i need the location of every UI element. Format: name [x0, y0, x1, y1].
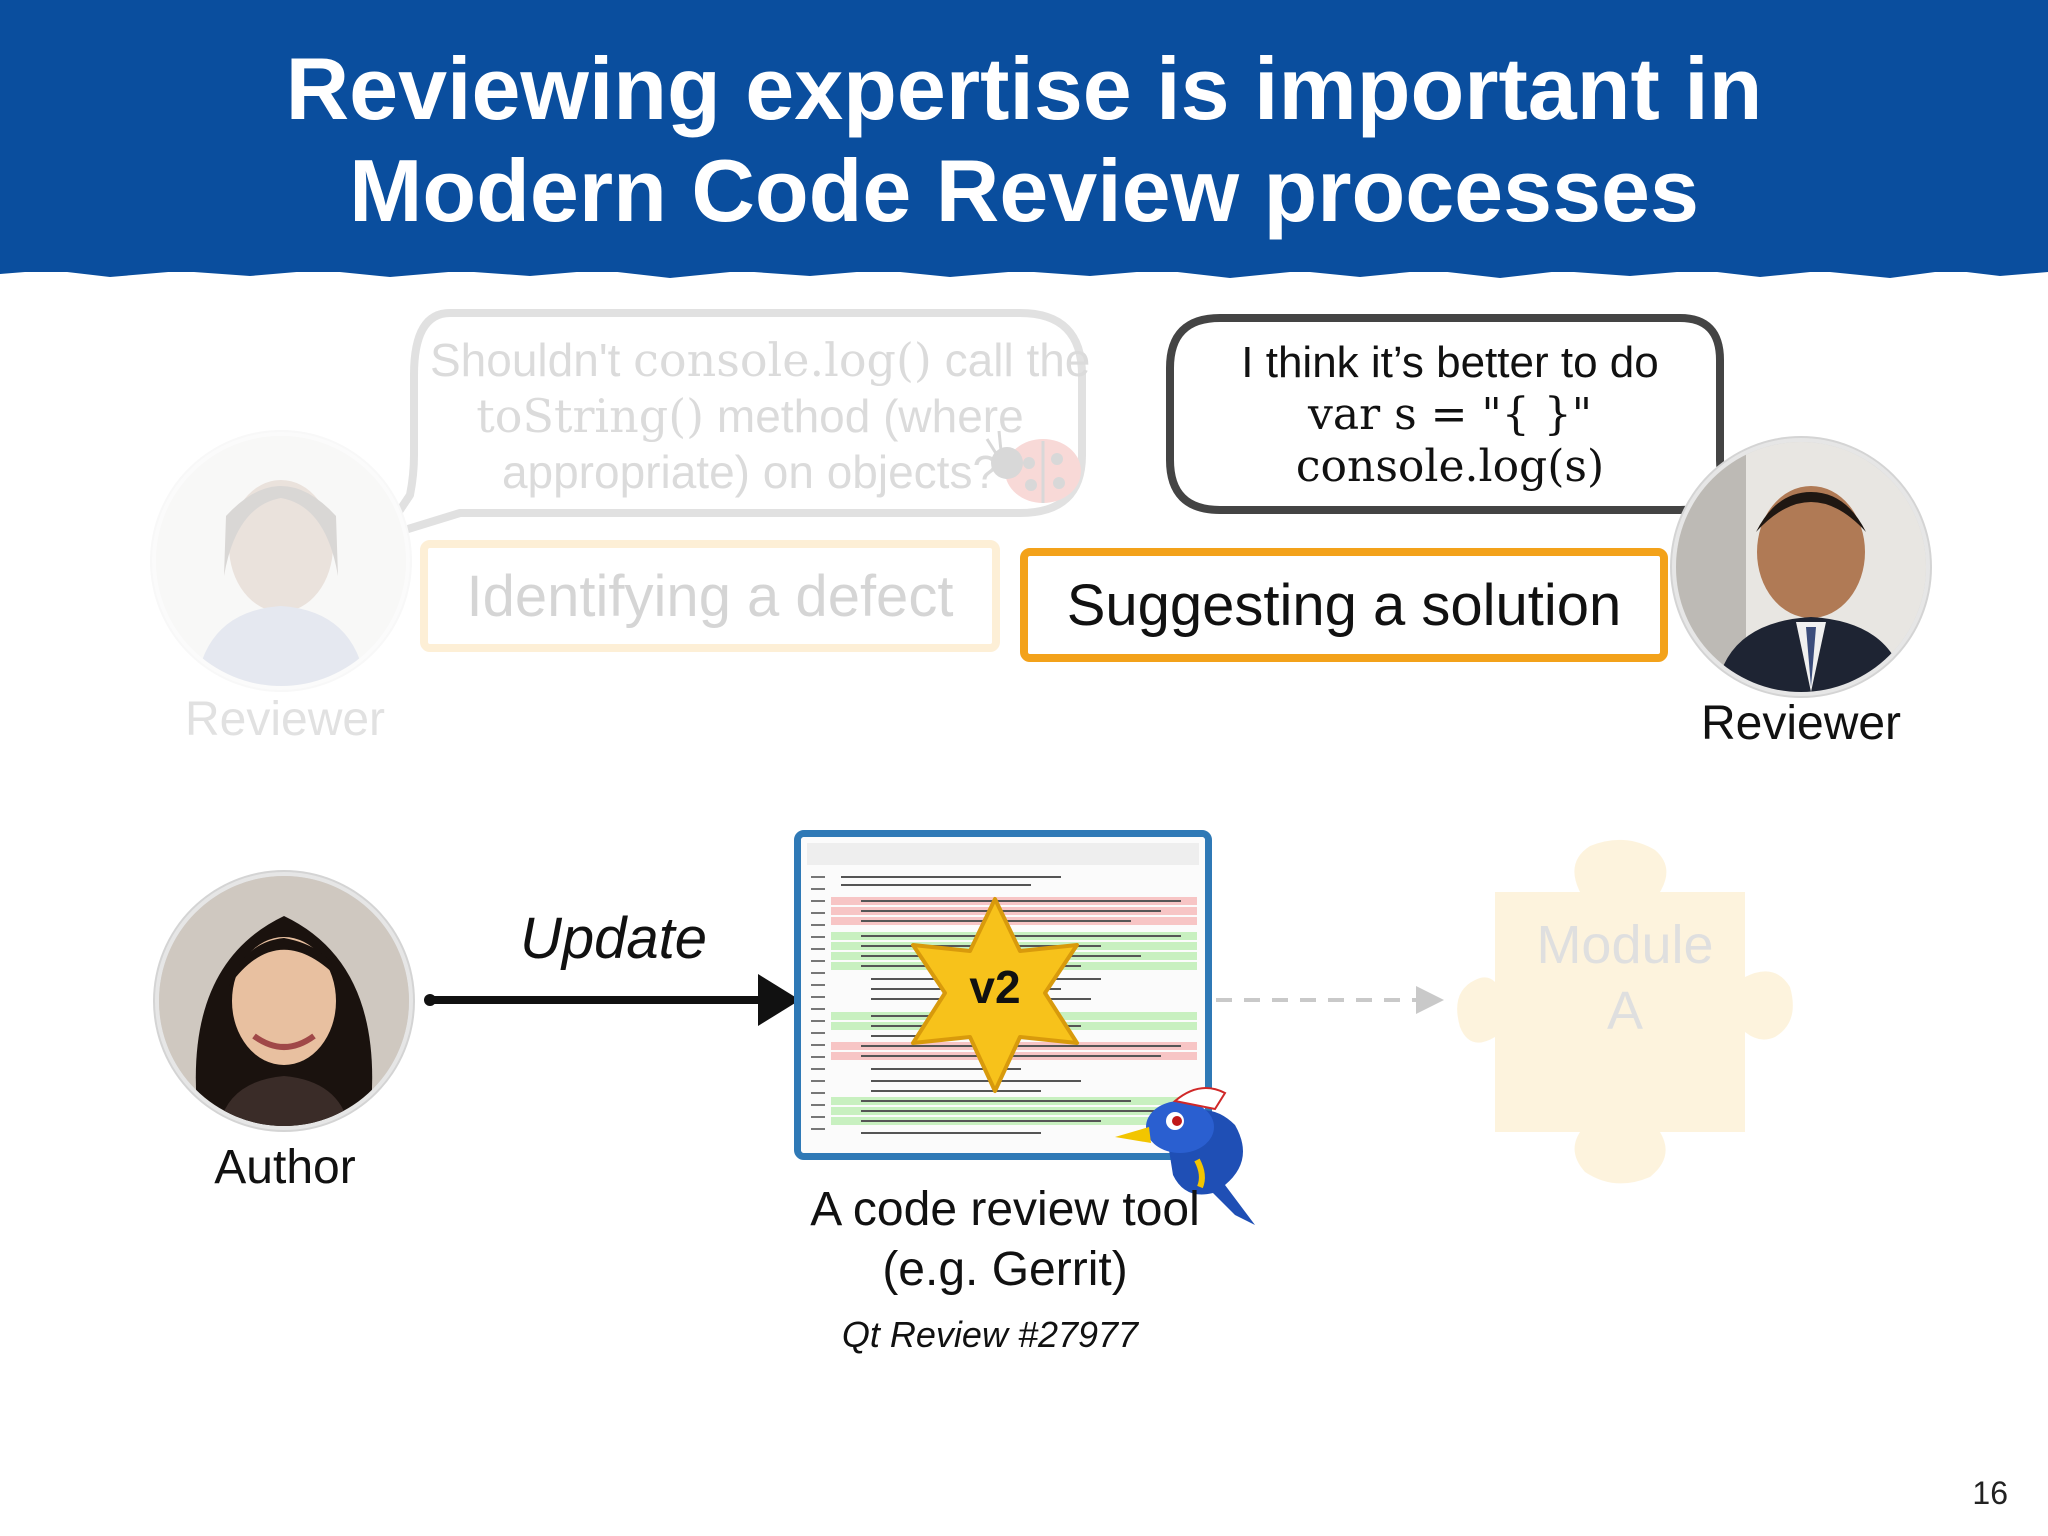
suggesting-solution-label: Suggesting a solution: [1020, 548, 1668, 662]
ladybug-icon: [985, 430, 1081, 503]
puzzle-piece-icon: [1457, 839, 1793, 1184]
left-reviewer-role: Reviewer: [184, 693, 386, 746]
author-role: Author: [214, 1141, 356, 1194]
dashed-arrow: [1216, 986, 1444, 1014]
tool-caption: A code review tool (e.g. Gerrit): [760, 1180, 1250, 1300]
title-banner: [0, 0, 2048, 272]
right-reviewer-role: Reviewer: [1700, 697, 1902, 750]
right-reviewer-avatar: [1672, 438, 1930, 696]
tool-caption-line-2: (e.g. Gerrit): [882, 1243, 1128, 1296]
left-reviewer-avatar: [152, 432, 410, 690]
identifying-defect-label: Identifying a defect: [420, 540, 1000, 652]
update-arrow: [424, 974, 800, 1026]
defect-comment: Shouldn't console.log() call the toStrin…: [430, 333, 1091, 498]
module-label-line-2: A: [1606, 981, 1644, 1041]
title-line-1: Reviewing expertise is important in: [285, 39, 1763, 138]
module-label-line-1: Module: [1536, 915, 1714, 975]
solution-comment: I think it’s better to do var s = "{ }" …: [1180, 337, 1720, 493]
page-number: 16: [1972, 1475, 2008, 1511]
update-label: Update: [520, 906, 708, 971]
version-star-icon: [911, 897, 1079, 1093]
module-label: Module A: [1505, 912, 1745, 1044]
gerrit-bird-icon: [1115, 1087, 1255, 1225]
defect-speech-bubble: [378, 309, 1086, 541]
tool-caption-line-1: A code review tool: [810, 1183, 1200, 1236]
banner-torn-edge: [0, 258, 2048, 278]
solution-code-line-2: console.log(s): [1295, 441, 1605, 492]
solution-comment-line: I think it’s better to do: [1241, 338, 1659, 387]
author-avatar: [155, 872, 413, 1130]
review-reference: Qt Review #27977: [841, 1314, 1139, 1355]
version-badge: v2: [969, 961, 1021, 1013]
title-line-2: Modern Code Review processes: [349, 141, 1699, 240]
code-review-screenshot: [794, 830, 1212, 1160]
solution-code-line-1: var s = "{ }": [1308, 389, 1592, 440]
page-title: Reviewing expertise is important in Mode…: [0, 38, 2048, 242]
